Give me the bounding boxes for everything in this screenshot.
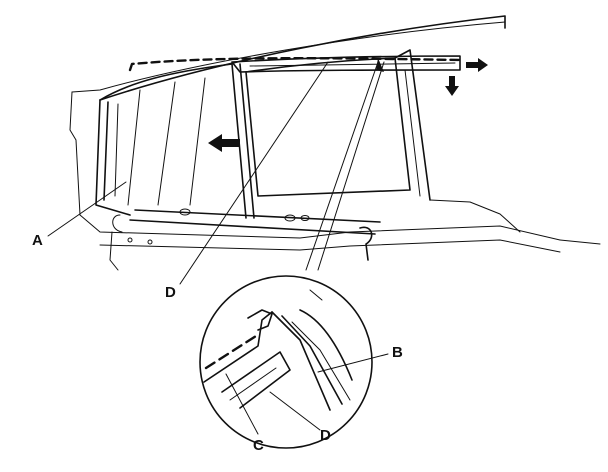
leader-lines [47, 58, 385, 285]
door-sash-rail [109, 208, 381, 271]
vehicle-body-outline [69, 15, 601, 253]
callout-d-detail: D [320, 427, 331, 444]
callout-b: B [392, 344, 403, 361]
detail-magnifier [199, 275, 373, 449]
arrow-left-icon [208, 134, 240, 152]
door-glass-rear [245, 49, 431, 201]
callout-a: A [32, 232, 43, 249]
detail-leader-lines [225, 353, 389, 435]
molding-strip [128, 55, 462, 73]
arrow-right-icon [466, 58, 488, 72]
callout-d-main: D [165, 284, 176, 301]
arrow-down-icon [445, 76, 459, 96]
front-window-frame [95, 63, 233, 216]
callout-c: C [253, 437, 264, 454]
